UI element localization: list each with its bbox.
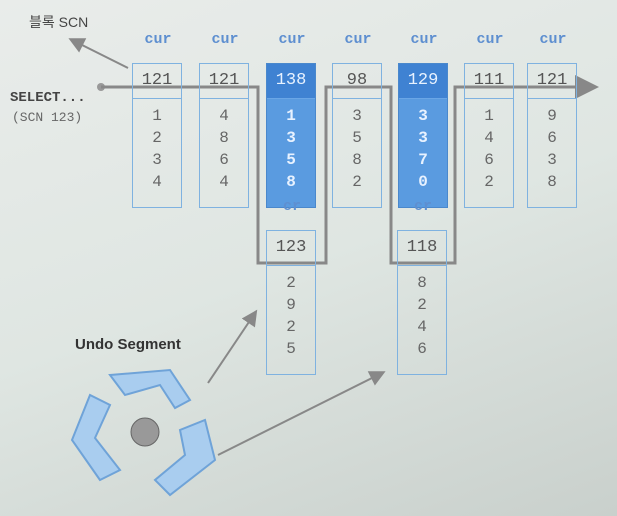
undo-segment-label: Undo Segment [75,336,181,353]
block-scn: 138 [267,64,315,99]
data-block: 129 3 3 7 0 [398,63,448,208]
data-block: 121 4 8 6 4 [199,63,249,208]
block-scn: 129 [399,64,447,99]
row-value: 2 [484,173,494,191]
read-path-arrow [101,75,599,265]
row-value: 8 [417,274,427,292]
row-value: 1 [484,107,494,125]
block-scn: 118 [398,231,446,266]
row-value: 3 [547,151,557,169]
block-tag: cur [278,31,306,48]
row-value: 8 [286,173,296,191]
block-scn-label: 블록 SCN [29,14,89,30]
row-value: 4 [219,107,229,125]
row-value: 2 [286,318,296,336]
row-value: 3 [352,107,362,125]
block-tag: cur [144,31,172,48]
block-tag: cur [539,31,567,48]
row-value: 5 [286,340,296,358]
row-value: 5 [286,151,296,169]
row-value: 3 [418,129,428,147]
block-tag: cr [413,198,432,215]
row-value: 3 [152,151,162,169]
undo-arrow-1 [207,309,258,384]
row-value: 7 [418,151,428,169]
block-tag: cr [282,198,301,215]
block-scn-pointer-arrow [68,38,129,69]
row-value: 4 [417,318,427,336]
row-value: 8 [547,173,557,191]
row-value: 6 [417,340,427,358]
row-value: 8 [352,151,362,169]
block-scn: 98 [333,64,381,99]
data-block: 121 1 2 3 4 [132,63,182,208]
data-block: 138 1 3 5 8 [266,63,316,208]
row-value: 2 [152,129,162,147]
query-text: SELECT... [10,90,86,106]
row-value: 9 [286,296,296,314]
block-tag: cur [344,31,372,48]
row-value: 1 [152,107,162,125]
block-scn: 123 [267,231,315,266]
query-scn: (SCN 123) [12,110,83,125]
undo-arrow-2 [217,371,386,456]
undo-segment-sphere [130,417,160,447]
row-value: 2 [417,296,427,314]
row-value: 6 [547,129,557,147]
row-value: 4 [152,173,162,191]
block-tag: cur [211,31,239,48]
recycle-icon [70,368,217,497]
row-value: 9 [547,107,557,125]
data-block: 121 9 6 3 8 [527,63,577,208]
row-value: 4 [219,173,229,191]
row-value: 2 [352,173,362,191]
row-value: 6 [484,151,494,169]
block-scn: 121 [133,64,181,99]
row-value: 6 [219,151,229,169]
row-value: 8 [219,129,229,147]
block-tag: cur [476,31,504,48]
data-block: 118 8 2 4 6 [397,230,447,375]
block-scn: 111 [465,64,513,99]
block-scn: 121 [528,64,576,99]
row-value: 3 [418,107,428,125]
row-value: 1 [286,107,296,125]
data-block: 123 2 9 2 5 [266,230,316,375]
row-value: 4 [484,129,494,147]
row-value: 3 [286,129,296,147]
data-block: 98 3 5 8 2 [332,63,382,208]
row-value: 2 [286,274,296,292]
row-value: 5 [352,129,362,147]
row-value: 0 [418,173,428,191]
block-tag: cur [410,31,438,48]
block-scn: 121 [200,64,248,99]
